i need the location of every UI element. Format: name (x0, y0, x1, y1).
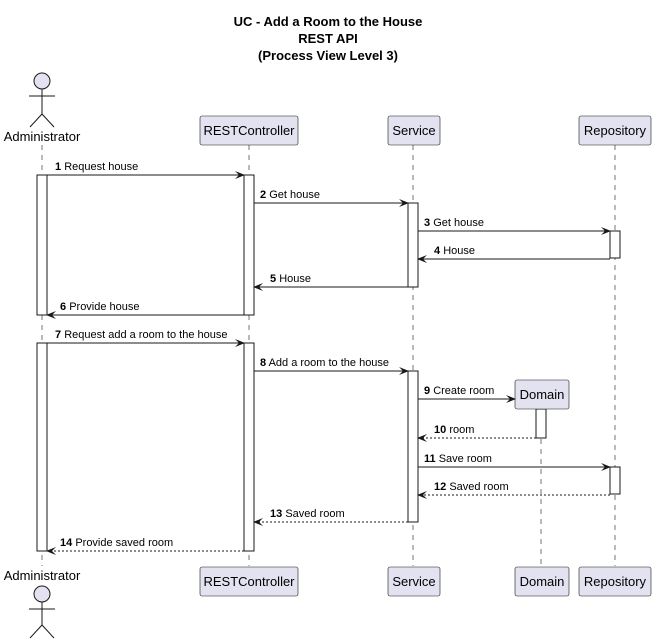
service-activation-1 (407, 202, 419, 288)
service-label-top: Service (392, 123, 435, 138)
message-1-label: 1 Request house (55, 161, 138, 173)
administrator-actor-top: Administrator (4, 72, 81, 144)
message-14-label: 14 Provide saved room (60, 537, 173, 549)
diagram-title-line-1: UC - Add a Room to the House (234, 14, 423, 29)
repository-box-top: Repository (578, 115, 652, 146)
repository-activation-1 (609, 230, 621, 259)
domain-box-bottom: Domain (514, 566, 570, 597)
domain-label-created: Domain (520, 387, 565, 402)
message-9-label: 9 Create room (424, 385, 494, 397)
actor-head-icon (33, 72, 51, 90)
actor-head-icon (33, 585, 51, 603)
administrator-label-top: Administrator (4, 129, 81, 144)
message-3-label: 3 Get house (424, 217, 484, 229)
domain-activation (535, 408, 547, 439)
message-4-label: 4 House (434, 245, 475, 257)
message-10-label: 10 room (434, 424, 474, 436)
message-8-label: 8 Add a room to the house (260, 357, 389, 369)
message-13-label: 13 Saved room (270, 508, 345, 520)
repository-box-bottom: Repository (578, 566, 652, 597)
administrator-activation-2 (36, 342, 48, 552)
restcontroller-activation-2 (243, 342, 255, 552)
domain-label-bottom: Domain (520, 574, 565, 589)
administrator-label-bottom: Administrator (4, 568, 81, 583)
repository-label-top: Repository (584, 123, 647, 138)
restcontroller-activation-1 (243, 174, 255, 316)
administrator-activation-1 (36, 174, 48, 316)
administrator-actor-bottom: Administrator (4, 568, 81, 639)
restcontroller-label-top: RESTController (203, 123, 295, 138)
repository-activation-2 (609, 466, 621, 495)
repository-label-bottom: Repository (584, 574, 647, 589)
message-6-label: 6 Provide house (60, 301, 140, 313)
message-5-label: 5 House (270, 273, 311, 285)
restcontroller-box-bottom: RESTController (199, 566, 299, 597)
message-7-label: 7 Request add a room to the house (55, 329, 227, 341)
restcontroller-box-top: RESTController (199, 115, 299, 146)
service-box-top: Service (387, 115, 441, 146)
message-2-label: 2 Get house (260, 189, 320, 201)
service-label-bottom: Service (392, 574, 435, 589)
diagram-title-line-3: (Process View Level 3) (258, 48, 398, 63)
service-activation-2 (407, 370, 419, 523)
domain-box-created: Domain (514, 379, 570, 410)
diagram-title-line-2: REST API (298, 31, 357, 46)
service-box-bottom: Service (387, 566, 441, 597)
restcontroller-label-bottom: RESTController (203, 574, 295, 589)
message-12-label: 12 Saved room (434, 481, 509, 493)
message-11-label: 11 Save room (424, 453, 492, 465)
